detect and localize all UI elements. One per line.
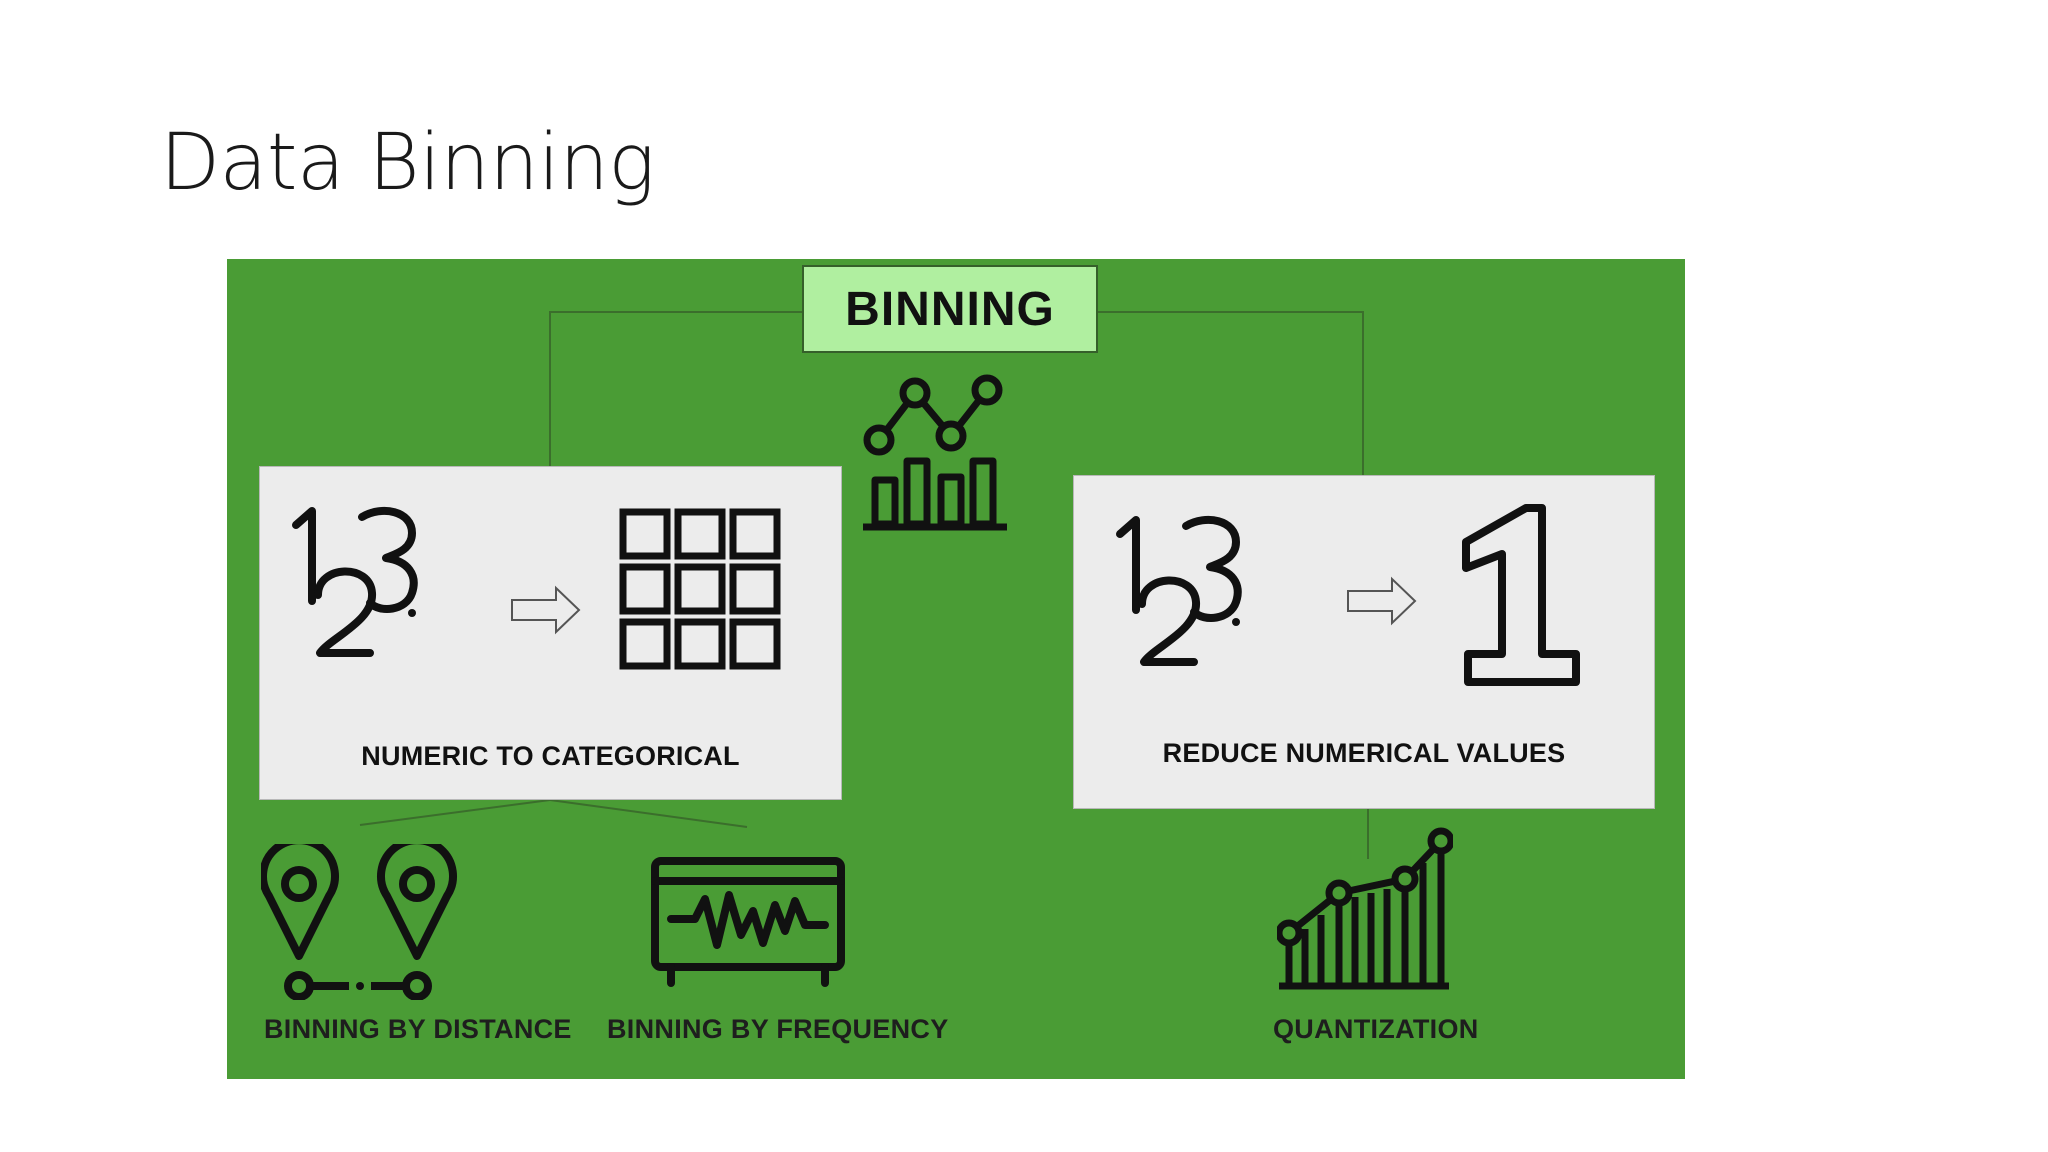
frequency-monitor-icon bbox=[651, 857, 845, 987]
slide-title: Data Binning bbox=[160, 118, 655, 208]
binning-root-label: BINNING bbox=[845, 282, 1055, 336]
category-grid-icon bbox=[619, 508, 781, 670]
numeric-to-categorical-label: NUMERIC TO CATEGORICAL bbox=[361, 741, 740, 771]
numeric-to-categorical-card: NUMERIC TO CATEGORICAL bbox=[259, 466, 842, 800]
location-pins-icon bbox=[261, 844, 457, 1000]
reduce-numerical-values-label: REDUCE NUMERICAL VALUES bbox=[1162, 738, 1566, 768]
connector-lines bbox=[359, 311, 1369, 859]
numbers-123-icon bbox=[292, 506, 418, 657]
quantization-chart-icon bbox=[1277, 827, 1453, 990]
binning-by-frequency-label: BINNING BY FREQUENCY bbox=[607, 1014, 949, 1044]
binning-diagram: BINNING bbox=[227, 259, 1685, 1079]
reduce-numerical-values-card: REDUCE NUMERICAL VALUES bbox=[1073, 475, 1655, 809]
arrow-right-icon bbox=[511, 585, 581, 635]
number-one-icon bbox=[1462, 504, 1580, 686]
binning-root-node: BINNING bbox=[802, 265, 1098, 353]
binning-by-distance-label: BINNING BY DISTANCE bbox=[264, 1014, 572, 1044]
line-bar-chart-icon bbox=[863, 374, 1007, 531]
numbers-123-icon bbox=[1116, 515, 1242, 666]
arrow-right-icon bbox=[1347, 576, 1417, 626]
quantization-label: QUANTIZATION bbox=[1273, 1014, 1479, 1044]
